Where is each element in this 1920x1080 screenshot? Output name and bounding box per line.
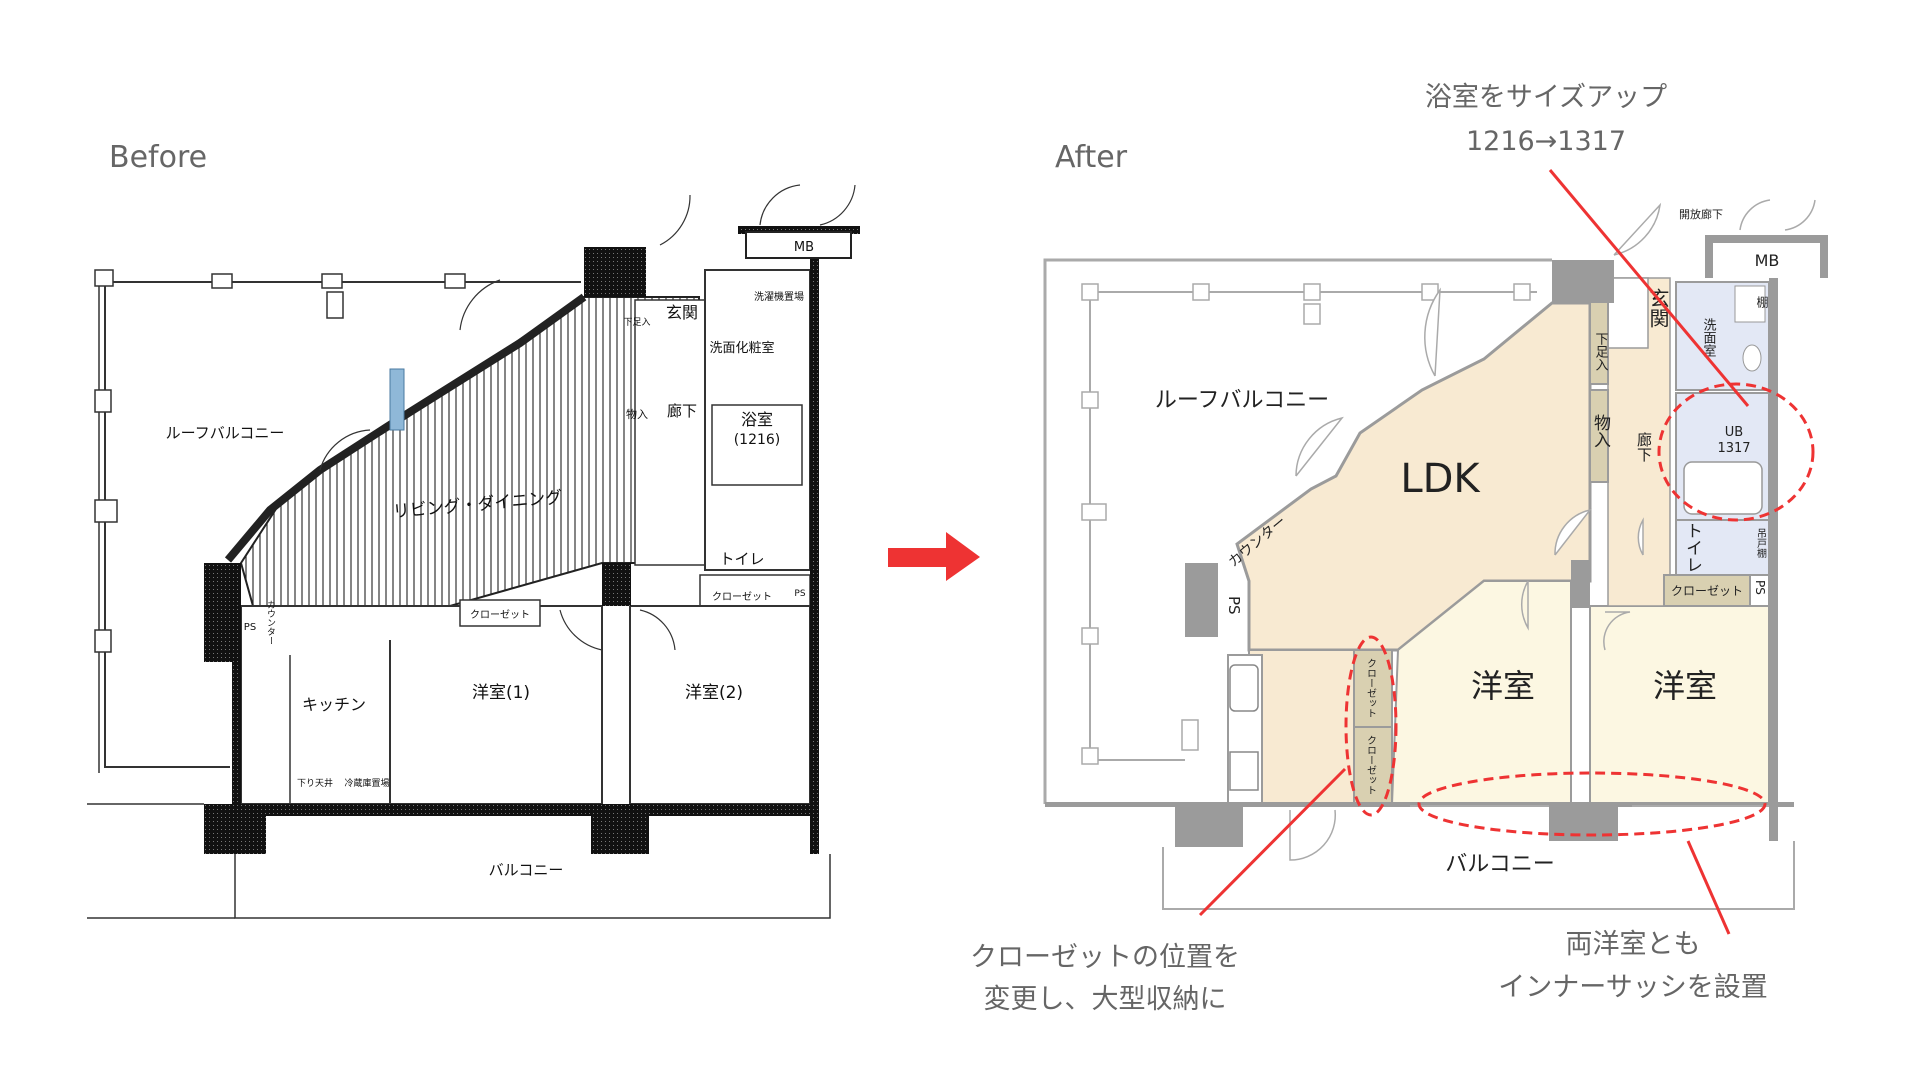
after-label-shelf: 棚 <box>1755 295 1769 309</box>
before-blue-marker <box>389 368 405 431</box>
before-label-washroom: 洗面化粧室 <box>709 340 774 356</box>
after-label-ub-size: 1317 <box>1717 441 1750 456</box>
after-label-closet: クローゼット <box>1671 584 1743 598</box>
before-railing-posts <box>94 269 466 653</box>
after-label-ps-right: PS <box>1753 580 1767 595</box>
after-label-mb: MB <box>1755 251 1780 270</box>
after-label-ub: UB <box>1725 425 1743 440</box>
before-diagonal-wall <box>224 293 587 563</box>
before-label-ceiling: 下り天井 <box>297 777 333 789</box>
before-label-entrance: 玄関 <box>666 303 698 322</box>
after-label-balcony: バルコニー <box>1445 852 1555 877</box>
after-label-closet-b: クローゼット <box>1365 735 1377 795</box>
before-label-ps-2: PS <box>794 589 805 599</box>
bath-annotation-title: 浴室をサイズアップ <box>1425 82 1667 113</box>
before-to-after-arrow <box>888 532 980 581</box>
before-label-kitchen: キッチン <box>302 695 366 714</box>
after-label-ps-left: PS <box>1225 596 1243 615</box>
bath-annotation-sizes: 1216→1317 <box>1466 126 1626 157</box>
bath-callout-line <box>1548 169 1750 407</box>
after-roof-balcony-outline <box>1043 258 1552 804</box>
after-balcony-outline <box>1162 841 1795 910</box>
before-living-area <box>239 296 700 607</box>
after-label-ldk: LDK <box>1400 456 1481 502</box>
before-label-bath: 浴室 <box>741 410 773 429</box>
after-heading: After <box>1055 140 1128 175</box>
sash-highlight-ellipse <box>1417 771 1767 837</box>
before-structural-walls <box>204 226 860 854</box>
before-label-storage: 物入 <box>626 407 648 421</box>
after-label-toilet: トイレ <box>1682 522 1702 573</box>
stove-icon <box>1229 751 1259 791</box>
after-entrance <box>1607 277 1649 349</box>
before-label-shoe: 下足入 <box>623 317 650 328</box>
after-label-roof-balcony: ルーフバルコニー <box>1155 388 1329 413</box>
annotation-callouts <box>1198 169 1815 935</box>
after-room-2 <box>1589 605 1770 805</box>
closet-highlight-ellipse <box>1344 635 1398 817</box>
after-label-hanging-shelf: 吊戸棚 <box>1755 528 1767 559</box>
closet-annotation-line1: クローゼットの位置を <box>970 942 1240 973</box>
after-label-room-2: 洋室 <box>1653 667 1717 705</box>
before-label-toilet: トイレ <box>719 550 764 568</box>
before-label-room-2: 洋室(2) <box>685 683 743 703</box>
after-label-shoe: 下足入 <box>1593 332 1609 371</box>
before-label-room-1: 洋室(1) <box>472 683 530 703</box>
sash-annotation-line2: インナーサッシを設置 <box>1498 972 1767 1003</box>
after-railing-posts <box>1081 283 1531 765</box>
before-heading: Before <box>109 140 207 175</box>
after-closet-b <box>1353 726 1393 805</box>
after-label-open-corridor: 開放廊下 <box>1679 207 1723 221</box>
after-room-1 <box>1390 580 1572 805</box>
after-storage <box>1589 389 1609 483</box>
bath-highlight-ellipse <box>1657 382 1815 522</box>
before-label-closet-1: クローゼット <box>470 609 530 621</box>
after-label-room-1: 洋室 <box>1471 667 1535 705</box>
after-label-closet-a: クローゼット <box>1365 658 1377 718</box>
sink-icon <box>1229 664 1259 712</box>
after-floor-plan: 開放廊下 MB ルーフバルコニー LDK 洋室 洋室 バルコニー 玄関 下足入 … <box>1043 199 1828 910</box>
before-balcony-outline <box>234 854 831 919</box>
after-label-washroom: 洗面室 <box>1701 318 1717 357</box>
after-label-storage: 物入 <box>1590 414 1611 448</box>
before-label-hallway: 廊下 <box>667 402 697 420</box>
before-label-fridge: 冷蔵庫置場 <box>344 777 389 789</box>
before-floor-plan: ルーフバルコニー リビング・ダイニング 玄関 下足入 洗濯機置場 洗面化粧室 廊… <box>87 184 860 919</box>
before-bath <box>711 404 803 486</box>
before-label-washer: 洗濯機置場 <box>754 290 804 303</box>
after-washroom <box>1675 281 1770 391</box>
bathtub-icon <box>1683 461 1763 515</box>
before-label-roof-balcony: ルーフバルコニー <box>166 424 285 442</box>
before-label-bath-size: (1216) <box>734 432 781 448</box>
before-label-counter: カウンター <box>265 600 276 645</box>
after-kitchen-area <box>1248 649 1355 805</box>
before-mb-box <box>745 231 852 259</box>
closet-callout-line <box>1198 767 1347 917</box>
before-roof-balcony-outline <box>104 281 581 768</box>
sash-annotation-line1: 両洋室とも <box>1566 929 1701 960</box>
after-closet-hall <box>1663 574 1751 607</box>
before-label-mb: MB <box>794 240 814 255</box>
before-label-balcony: バルコニー <box>489 861 564 879</box>
sash-callout-line <box>1686 840 1731 935</box>
after-label-hallway: 廊下 <box>1635 432 1653 462</box>
after-mb-box <box>1713 243 1820 278</box>
before-label-ps-1: PS <box>244 622 256 633</box>
before-label-closet-2: クローゼット <box>712 591 772 603</box>
basin-icon <box>1742 344 1762 372</box>
closet-annotation-line2: 変更し、大型収納に <box>984 984 1227 1015</box>
